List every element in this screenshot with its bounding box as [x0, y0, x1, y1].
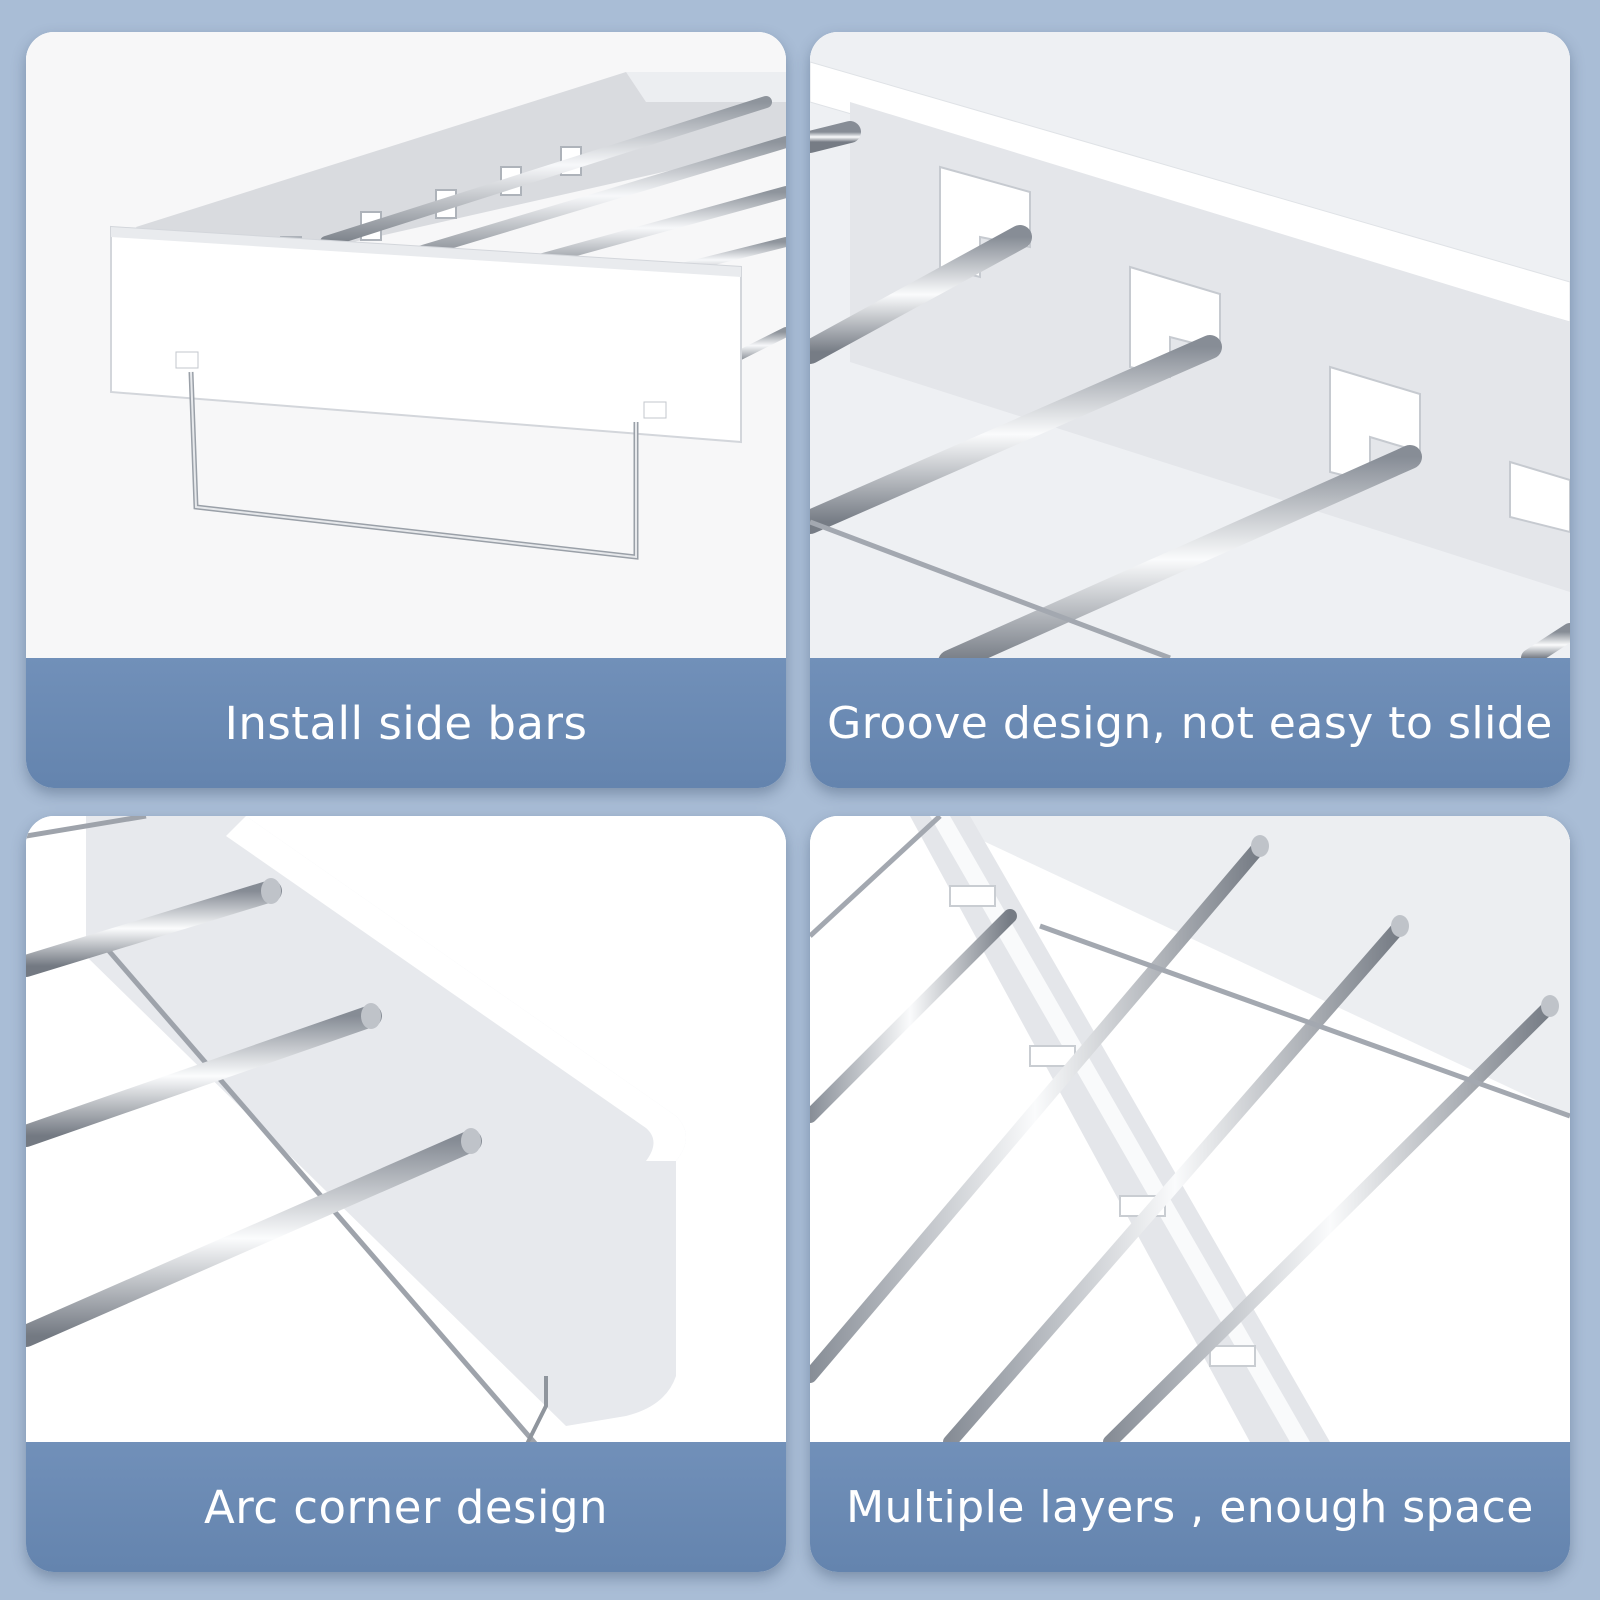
feature-card-install-side-bars: Install side bars: [26, 32, 786, 788]
caption-bar: Groove design, not easy to slide: [810, 658, 1570, 788]
product-photo-side-bars: [26, 32, 786, 658]
rack-arc-corner-illustration: [26, 816, 786, 1442]
caption-groove-design: Groove design, not easy to slide: [827, 697, 1553, 749]
product-photo-groove: [810, 32, 1570, 658]
rack-groove-illustration: [810, 32, 1570, 658]
product-photo-arc-corner: [26, 816, 786, 1442]
caption-bar: Install side bars: [26, 658, 786, 788]
feature-card-groove-design: Groove design, not easy to slide: [810, 32, 1570, 788]
caption-multiple-layers: Multiple layers , enough space: [846, 1481, 1534, 1533]
feature-card-arc-corner: Arc corner design: [26, 816, 786, 1572]
caption-bar: Arc corner design: [26, 1442, 786, 1572]
rack-side-bar-illustration: [26, 32, 786, 658]
rack-layers-illustration: [810, 816, 1570, 1442]
feature-card-multiple-layers: Multiple layers , enough space: [810, 816, 1570, 1572]
caption-bar: Multiple layers , enough space: [810, 1442, 1570, 1572]
caption-install-side-bars: Install side bars: [224, 696, 588, 750]
caption-arc-corner: Arc corner design: [203, 1480, 609, 1534]
product-photo-multiple-layers: [810, 816, 1570, 1442]
